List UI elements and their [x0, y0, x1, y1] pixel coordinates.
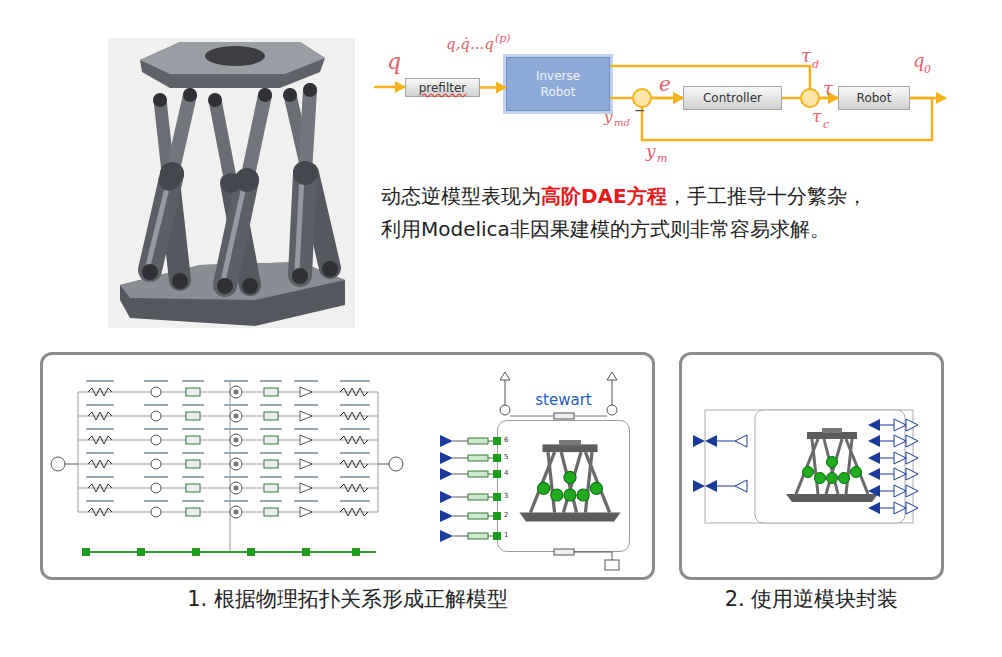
leg-cylinder	[225, 180, 247, 285]
signal-subscript: c	[823, 119, 829, 130]
box-label: Robot	[857, 91, 892, 105]
signal-subscript: md	[614, 118, 630, 128]
process-box: Robot	[838, 86, 910, 110]
signal-label: q,q̇...q	[446, 37, 494, 52]
top-plate-top	[140, 42, 325, 74]
box-label: Controller	[703, 91, 762, 105]
leg-cylinder	[169, 181, 180, 280]
collar	[221, 173, 241, 193]
process-box: prefilter	[405, 78, 480, 97]
summing-junction	[801, 89, 819, 107]
pin-number: 6	[504, 437, 508, 444]
top-plate	[140, 42, 325, 88]
pin-number: 1	[504, 532, 508, 539]
leg-cylinder	[150, 174, 172, 270]
panel-caption: 2. 使用逆模块封装	[642, 585, 981, 613]
note-paragraph: 动态逆模型表现为高阶DAE方程，手工推导十分繁杂， 利用Modelica非因果建模…	[381, 180, 867, 246]
collar	[160, 162, 184, 186]
leg-rod	[247, 95, 265, 180]
signal-subscript: d	[812, 59, 819, 70]
pin-number: 5	[504, 454, 508, 461]
sign-mark: −	[634, 103, 646, 117]
collar	[298, 163, 318, 183]
box-label: prefilter	[419, 81, 467, 95]
leg-rod	[172, 95, 190, 174]
leg-cylinder	[300, 173, 305, 275]
leg-highlight	[148, 176, 170, 266]
joint	[258, 88, 272, 102]
leg-rod	[215, 100, 231, 183]
signal-subscript: 0	[924, 64, 931, 75]
pin-number: 4	[504, 470, 508, 477]
leg-rod	[160, 100, 169, 181]
joint	[303, 83, 317, 97]
leg-cylinder	[308, 173, 330, 268]
signal-name: y	[646, 143, 656, 160]
output-arrow	[910, 97, 946, 100]
pin-number: 2	[504, 512, 508, 519]
note-line: 动态逆模型表现为高阶DAE方程，手工推导十分繁杂，	[381, 180, 867, 213]
panel-frame: 2. 使用逆模块封装	[679, 352, 944, 580]
signal-subscript: m	[657, 153, 667, 164]
joint	[242, 278, 258, 294]
component-block: stewart	[497, 420, 630, 552]
joint	[322, 261, 338, 277]
joint	[217, 278, 233, 294]
end-joints	[142, 83, 338, 294]
note-text: ，手工推导十分繁杂，	[667, 184, 867, 208]
leg-cylinder	[231, 183, 250, 285]
collar	[235, 168, 259, 192]
joint	[208, 93, 222, 107]
process-box: Inverse Robot	[506, 57, 610, 111]
pin-number: 3	[504, 493, 508, 500]
joint	[153, 93, 167, 107]
leg-rod	[305, 90, 310, 173]
signal-name: y	[604, 110, 612, 125]
note-text: 利用Modelica非因果建模的方式则非常容易求解。	[381, 217, 830, 241]
input-arrow	[374, 86, 405, 89]
signal-name: q	[387, 51, 401, 73]
collar	[159, 171, 179, 191]
note-line: 利用Modelica非因果建模的方式则非常容易求解。	[381, 213, 867, 246]
signal-arrow	[480, 86, 506, 89]
signal-superscript: (p)	[495, 33, 511, 44]
legs-back	[160, 95, 330, 285]
base-plate-top	[120, 262, 345, 300]
box-label: Inverse Robot	[527, 68, 589, 100]
process-box: Controller	[683, 86, 782, 110]
joint	[142, 264, 158, 280]
signal-name: τ	[801, 47, 811, 65]
leg-highlight	[297, 176, 302, 271]
component-name: stewart	[478, 391, 649, 409]
base-plate	[120, 262, 345, 326]
legs-front	[148, 90, 310, 285]
note-text: 动态逆模型表现为	[381, 184, 541, 208]
leg-collars	[159, 161, 318, 193]
note-highlight: 高阶DAE方程	[541, 184, 667, 208]
signal-name: q	[913, 52, 925, 70]
signal-name: τ	[823, 80, 833, 98]
joint	[292, 268, 308, 284]
photo-background	[108, 38, 355, 328]
leg-highlight	[223, 182, 245, 281]
leg-rod	[290, 95, 308, 173]
joint	[283, 88, 297, 102]
collar	[293, 161, 317, 185]
panel-frame: 1. 根据物理拓扑关系形成正解模型stewart	[40, 352, 655, 580]
joint	[172, 273, 188, 289]
top-plate-hole	[205, 46, 265, 66]
signal-name: τ	[812, 108, 821, 125]
panel-caption: 1. 根据物理拓扑关系形成正解模型	[3, 585, 692, 613]
joint	[183, 88, 197, 102]
signal-name: e	[659, 74, 671, 94]
